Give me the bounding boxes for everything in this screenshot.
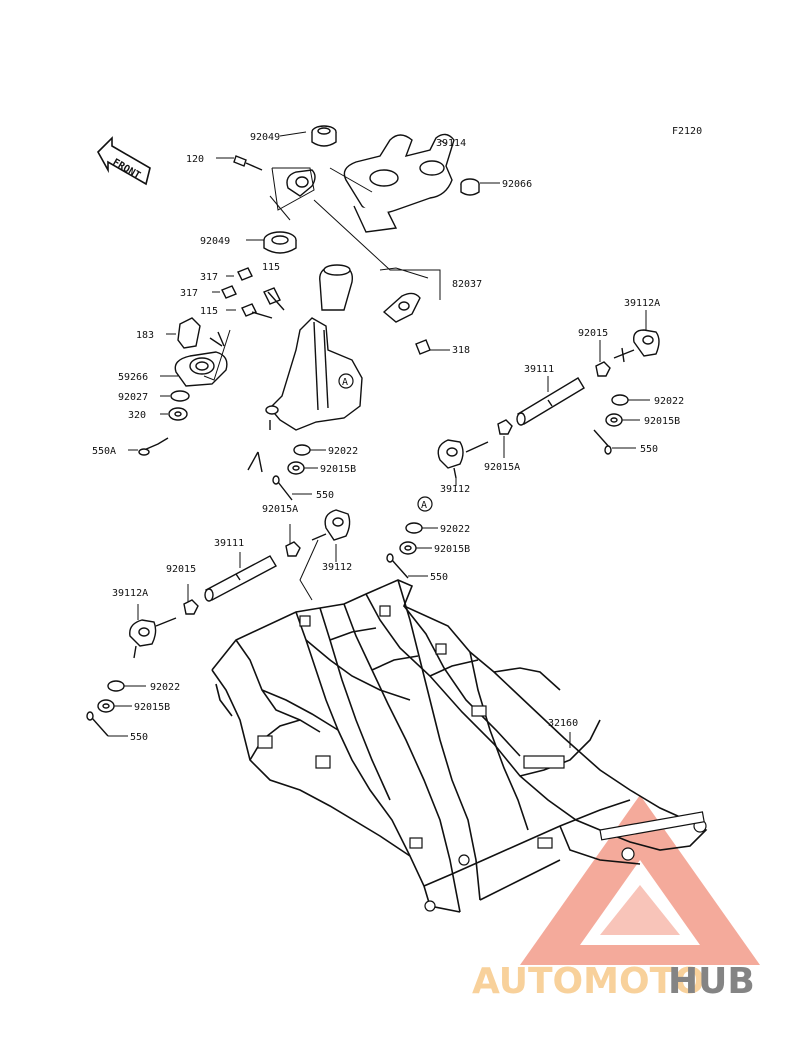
part-label: 317 — [180, 288, 198, 299]
part-label: 115 — [262, 262, 280, 273]
part-label: 92015A — [484, 462, 520, 473]
part-label: 317 — [200, 272, 218, 283]
figure-code: F2120 — [672, 126, 702, 137]
part-label: 39112 — [440, 484, 470, 495]
part-label: 39112 — [322, 562, 352, 573]
part-label: 92022 — [654, 396, 684, 407]
part-label: 92015 — [166, 564, 196, 575]
leader-lines — [108, 131, 650, 748]
part-label: 92022 — [328, 446, 358, 457]
steering-clamp-group — [221, 125, 480, 355]
watermark-logo: AUTOMOTO HUB — [472, 795, 760, 1002]
part-label: 92015B — [134, 702, 170, 713]
part-label: 39111 — [214, 538, 244, 549]
part-label: 120 — [186, 154, 204, 165]
part-label: 115 — [200, 306, 218, 317]
main-frame-details — [257, 605, 707, 912]
part-label: 39114 — [436, 138, 466, 149]
steering-column — [247, 317, 363, 473]
part-label: 92015B — [644, 416, 680, 427]
part-label: 92066 — [502, 179, 532, 190]
reference-marker-a-lower: A — [417, 496, 433, 512]
part-label: 39112A — [624, 298, 660, 309]
part-label: 92049 — [250, 132, 280, 143]
front-arrow-icon: FRONT — [97, 136, 151, 186]
part-label: 92015A — [262, 504, 298, 515]
main-frame — [211, 579, 708, 913]
part-label: 550 — [640, 444, 658, 455]
part-label: 320 — [128, 410, 146, 421]
reference-marker-a-upper: A — [338, 373, 354, 389]
part-labels: 92049 120 39114 92066 92049 317 115 317 … — [92, 132, 684, 743]
part-label: 92027 — [118, 392, 148, 403]
column-washers — [272, 444, 311, 501]
part-label: 32160 — [548, 718, 578, 729]
part-label: 183 — [136, 330, 154, 341]
part-label: 550 — [130, 732, 148, 743]
part-label: 92022 — [150, 682, 180, 693]
svg-text:A: A — [342, 377, 348, 388]
part-label: 92015 — [578, 328, 608, 339]
part-label: 550A — [92, 446, 116, 457]
part-label: 39111 — [524, 364, 554, 375]
part-label: 82037 — [452, 279, 482, 290]
part-label: 318 — [452, 345, 470, 356]
tie-rod-right — [386, 329, 660, 579]
part-label: 59266 — [118, 372, 148, 383]
tie-rod-left — [86, 509, 351, 737]
part-label: 92022 — [440, 524, 470, 535]
part-label: 39112A — [112, 588, 148, 599]
part-label: 92049 — [200, 236, 230, 247]
watermark-text-1: AUTOMOTO — [472, 961, 705, 1002]
part-label: 92015B — [434, 544, 470, 555]
part-label: 92015B — [320, 464, 356, 475]
svg-text:A: A — [421, 500, 427, 511]
part-label: 550 — [316, 490, 334, 501]
watermark-text-2: HUB — [668, 961, 755, 1002]
steering-bearing-housing — [138, 317, 228, 456]
part-label: 550 — [430, 572, 448, 583]
